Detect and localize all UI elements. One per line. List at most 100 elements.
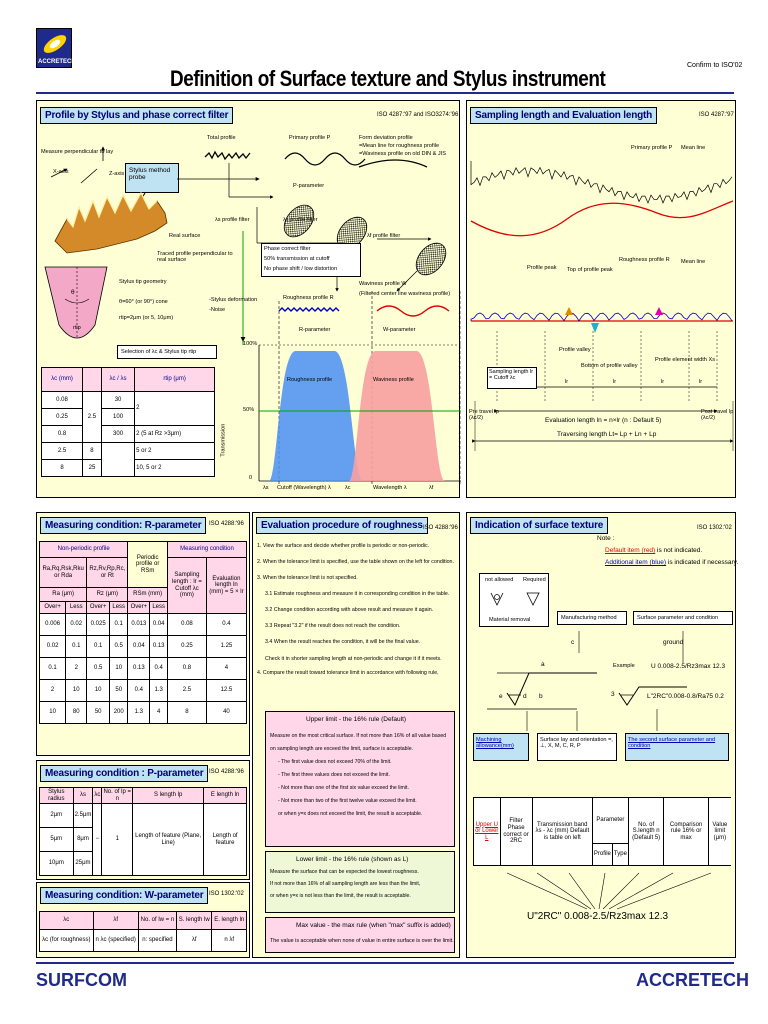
- panel-title: Evaluation procedure of roughness: [256, 517, 428, 534]
- w-head: No. of lw = n: [137, 911, 177, 930]
- r-cell: 40: [205, 701, 248, 724]
- r-cell: 0.1: [86, 635, 111, 658]
- lower-limit-box: Lower limit - the 16% rule (shown as L) …: [265, 851, 455, 913]
- sel-cell: 2: [134, 391, 215, 426]
- second-param-box: The second surface parameter and conditi…: [625, 733, 729, 761]
- logo-text: ACCRETECH: [38, 59, 76, 65]
- traversing-length-label: Traversing length Lt= Lp + Ln + Lp: [557, 431, 657, 438]
- cone-label: θ=60° (or 90°) cone: [119, 299, 168, 305]
- waviness-sub-label: (Filtered center line waviness profile): [359, 291, 451, 297]
- r-cell: 8: [166, 701, 207, 724]
- example-value: U 0.008-2.5/Rz3max 12.3: [651, 663, 726, 670]
- w-cell: n λf: [211, 929, 247, 952]
- ind-col-n: No. of S.length n (Default 5): [627, 797, 665, 866]
- roughness-profile-label: Roughness profile R: [283, 295, 334, 301]
- footer-left: SURFCOM: [36, 970, 127, 990]
- sel-head-ratio: λc / λs: [100, 367, 136, 392]
- primary-profile-label: Primary profile P: [289, 135, 331, 141]
- procedure-step: 4. Compare the result toward tolerance l…: [257, 669, 439, 676]
- r-cell: 2: [38, 679, 67, 702]
- over-less-cell: Over+: [38, 601, 67, 614]
- r-cell: 2: [65, 657, 88, 680]
- d-label: d: [523, 693, 527, 700]
- default-item: Default item (red) is not indicated.: [605, 547, 702, 554]
- upper-limit-line: - The first three values does not exceed…: [278, 771, 390, 778]
- rtip-symbol: rtip: [73, 325, 81, 331]
- sel-cell: 10, 5 or 2: [134, 459, 215, 477]
- r-cell: 200: [109, 701, 129, 724]
- surface-param-box: Surface parameter and condition: [633, 611, 733, 625]
- procedure-step: 2. When the tolerance limit is specified…: [257, 559, 454, 566]
- p-head: S length lp: [132, 786, 205, 805]
- upper-limit-box: Upper limit - the 16% rule (Default) Mea…: [265, 711, 455, 847]
- lower-limit-text: Measure the surface that can be expected…: [270, 869, 421, 906]
- r-cell: 4: [205, 657, 248, 680]
- lower-limit-line: If not more than 16% of all sampling len…: [270, 880, 421, 887]
- panel-indication: Indication of surface texture ISO 1302:'…: [466, 512, 738, 958]
- iso-ref: ISO 4288:'96: [209, 769, 244, 775]
- stylus-probe-box: Stylus method probe: [125, 163, 179, 193]
- footer-right: ACCRETECH: [636, 970, 750, 990]
- r-cell: 10: [38, 701, 67, 724]
- r-cell: 0.4: [149, 657, 168, 680]
- form-dev-label: Form deviation profile: [359, 135, 413, 141]
- example2-value: L"2RC"0.008-0.8/Ra75 0.2: [647, 693, 724, 700]
- a-label: a: [541, 661, 545, 668]
- lr-label: lr: [699, 379, 703, 385]
- panel-w-parameter: Measuring condition: W-parameter ISO 130…: [36, 882, 250, 958]
- w-cell: λf: [175, 929, 213, 952]
- r-cell: 4: [149, 701, 168, 724]
- lay-box: Surface lay and orientation =, ⊥, X, M, …: [537, 733, 617, 761]
- procedure-step: 3.4 When the result reaches the conditio…: [265, 639, 421, 646]
- second-param-label: The second surface parameter and conditi…: [628, 737, 716, 750]
- sel-head-rtip: rtip (μm): [134, 367, 215, 392]
- real-surface-label: Real surface: [169, 233, 201, 239]
- waviness-band-label: Waviness profile: [373, 377, 414, 383]
- stylus-deform-label: -Stylus deformation: [209, 297, 258, 303]
- material-removal-label: Material removal: [489, 617, 531, 623]
- ls-axis-label: λs: [263, 485, 269, 491]
- chart-y50: 50%: [243, 407, 255, 413]
- manufacturing-box: Manufacturing method: [557, 611, 627, 625]
- profile-peak-label: Profile peak: [527, 265, 557, 271]
- profile-valley-label: Profile valley: [559, 347, 591, 353]
- procedure-step: 3.2 Change condition according with abov…: [265, 607, 434, 614]
- three-label: 3: [611, 691, 615, 698]
- roughness-band-label: Roughness profile: [287, 377, 333, 383]
- measure-perp-label: Measure perpendicular to lay: [41, 149, 114, 155]
- over-less-cell: Less: [109, 601, 129, 614]
- sel-cell: 8: [82, 442, 102, 460]
- r-cell: 0.5: [109, 635, 129, 658]
- sel-cell: 25: [82, 459, 102, 477]
- ra-unit: Ra (μm): [38, 587, 88, 602]
- required-label: Required: [523, 577, 546, 583]
- sel-cell: 2.5: [40, 442, 84, 460]
- r-cell: 0.13: [149, 635, 168, 658]
- mean-line-label: Mean line: [681, 145, 706, 151]
- r-cell: 0.04: [127, 635, 151, 658]
- procedure-step: 3. When the tolerance limit is not speci…: [257, 575, 358, 582]
- lr-label: lr: [565, 379, 569, 385]
- p-cell: 5μm: [39, 827, 74, 853]
- r-cell: 50: [109, 679, 129, 702]
- chart-y100: 100%: [243, 341, 258, 347]
- r-cell: 10: [109, 657, 129, 680]
- upper-limit-line: - Not more than two of the first twelve …: [278, 797, 417, 804]
- procedure-steps: 1. View the surface and decide whether p…: [257, 543, 457, 686]
- final-example: U"2RC" 0.008-2.5/Rz3max 12.3: [527, 911, 669, 922]
- r-cell: 0.5: [86, 657, 111, 680]
- b-label: b: [539, 693, 543, 700]
- lower-limit-line: or when y=x is not less than the limit, …: [270, 892, 411, 899]
- upper-limit-text: Measure on the most critical surface. If…: [270, 733, 446, 825]
- r-cell: 0.02: [65, 613, 88, 636]
- upper-limit-line: or when y=x does not exceed the limit, t…: [278, 810, 423, 817]
- phase-3: No phase shift / low distortion: [264, 266, 338, 272]
- p-cell: Length of feature: [203, 803, 247, 877]
- r-cell: 0.4: [205, 613, 248, 636]
- p-head: λc: [92, 786, 103, 805]
- panel-title: Measuring condition: W-parameter: [40, 887, 209, 904]
